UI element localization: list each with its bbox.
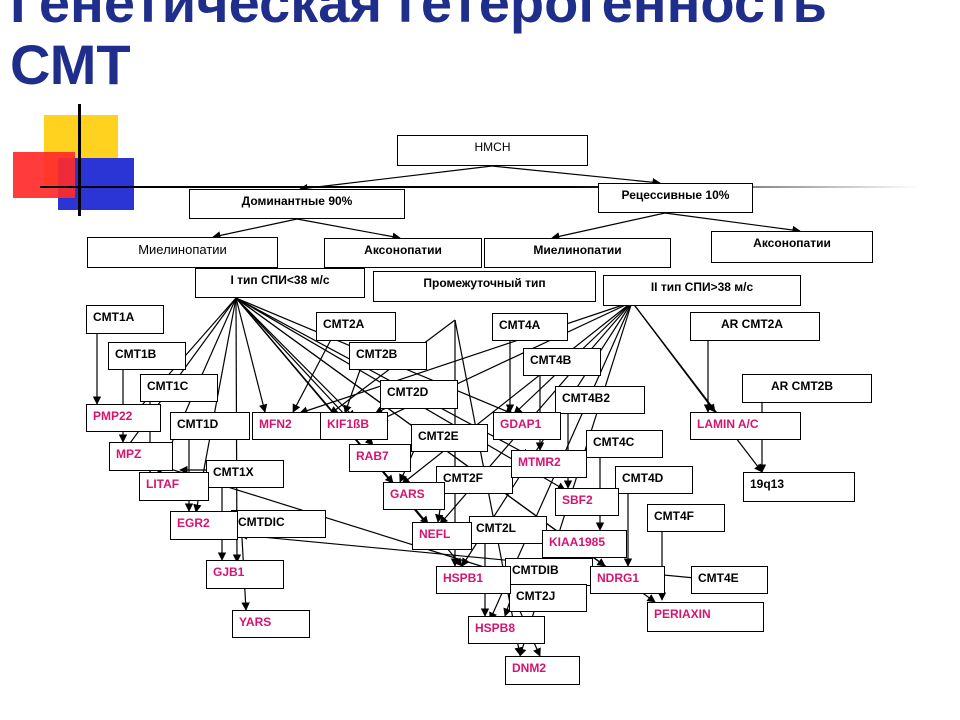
subtype-cmt2j: CMT2J [509,584,587,612]
gene-rab7: RAB7 [349,444,411,472]
type1-node: I тип СПИ<38 м/с [195,268,365,298]
recessive-node: Рецессивные 10% [598,183,753,213]
subtype-ar-cmt2b: AR CMT2B [742,374,872,403]
subtype-cmt4d: CMT4D [615,466,693,494]
deco-horizontal-line [40,186,920,188]
subtype-cmt2a: CMT2A [316,312,396,341]
gene-hspb8: HSPB8 [468,616,545,644]
subtype-cmt1x: CMT1X [206,460,284,488]
page-title: Генетическая гетерогенность СМТ [10,0,827,96]
gene-kiaa1985: KIAA1985 [542,530,627,558]
gene-yars: YARS [232,610,310,638]
gene-hspb1: HSPB1 [436,566,511,594]
dominant-node: Доминантные 90% [189,189,405,219]
subtype-cmt2f: CMT2F [436,466,513,494]
gene-kif1b: KIF1ßB [320,412,388,440]
gene-periaxin: PERIAXIN [647,602,764,632]
gene-mfn2: MFN2 [252,412,322,440]
gene-gars: GARS [383,482,445,510]
subtype-cmt2l: CMT2L [469,516,547,544]
gene-lamin-a-c: LAMIN A/C [690,412,801,440]
subtype-cmt1a: CMT1A [86,305,164,334]
subtype-cmt4f: CMT4F [647,504,725,532]
gene-litaf: LITAF [139,472,209,501]
subtype-cmt2d: CMT2D [380,380,458,409]
myelinopathy-recessive-node: Миелинопатии [484,238,671,268]
gene-nefl: NEFL [412,522,472,550]
subtype-cmt1b: CMT1B [108,342,186,370]
subtype-ar-cmt2a: AR CMT2A [690,312,820,341]
gene-gdap1: GDAP1 [493,412,561,440]
deco-vertical-line [78,104,81,216]
axonopathy-dominant-node: Аксонопатии [324,238,482,268]
subtype-cmt4c: CMT4C [586,430,663,458]
subtype-cmt1d: CMT1D [170,412,250,440]
gene-pmp22: PMP22 [86,404,161,432]
subtype-cmt1c: CMT1C [140,374,218,402]
type2-node: II тип СПИ>38 м/с [603,275,801,306]
subtype-cmt4e: CMT4E [691,566,768,594]
gene-mpz: MPZ [109,442,173,471]
title-line-2: СМТ [10,33,131,96]
subtype-cmt4b2: CMT4B2 [555,386,645,414]
gene-ndrg1: NDRG1 [590,566,665,594]
subtype-cmtdic: CMTDIC [231,510,326,538]
hmsn-node: НМСН [397,135,588,166]
subtype-cmt4b: CMT4B [523,348,601,376]
gene-sbf2: SBF2 [555,488,619,516]
deco-red-square [13,152,75,198]
subtype-cmtdib: CMTDIB [505,558,593,586]
gene-dnm2: DNM2 [505,656,580,685]
subtype-cmt2e: CMT2E [411,424,488,452]
gene-gjb1: GJB1 [206,560,284,589]
subtype-cmt4a: CMT4A [492,313,568,341]
title-line-1: Генетическая гетерогенность [10,0,827,34]
gene-egr2: EGR2 [170,511,238,540]
gene-mtmr2: MTMR2 [511,450,587,478]
myelinopathy-dominant-node: Миелинопатии [87,237,278,268]
axonopathy-recessive-node: Аксонопатии [711,231,873,263]
intermediate-type-node: Промежуточный тип [373,271,596,302]
subtype-cmt2b: CMT2B [349,342,427,370]
locus-19q13: 19q13 [743,472,855,502]
